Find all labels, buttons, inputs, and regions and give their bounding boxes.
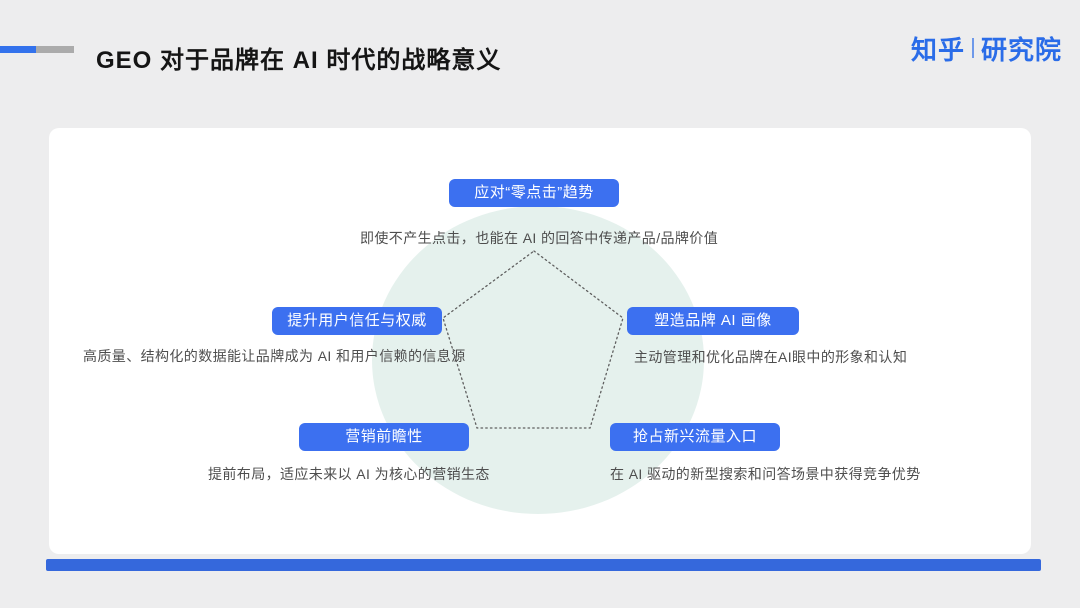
header-accent-gray-bar [36, 46, 74, 53]
header-accent-blue-bar [0, 46, 36, 53]
zhihu-research-logo: 知乎 研究院 [911, 33, 1062, 65]
pill-trust-authority[interactable]: 提升用户信任与权威 [272, 307, 442, 335]
caption-traffic-entry: 在 AI 驱动的新型搜索和问答场景中获得竞争优势 [610, 466, 921, 482]
logo-suffix-text: 研究院 [980, 34, 1062, 65]
logo-brand-text: 知乎 [910, 34, 965, 65]
background-circle [372, 206, 704, 514]
caption-brand-ai-image: 主动管理和优化品牌在AI眼中的形象和认知 [634, 349, 908, 365]
pill-marketing-foresight[interactable]: 营销前瞻性 [299, 423, 469, 451]
pill-traffic-entry[interactable]: 抢占新兴流量入口 [610, 423, 780, 451]
pill-brand-ai-image[interactable]: 塑造品牌 AI 画像 [627, 307, 799, 335]
page-title: GEO 对于品牌在 AI 时代的战略意义 [96, 47, 502, 74]
pentagon-outline [442, 250, 624, 429]
logo-divider [971, 38, 974, 58]
footer-accent-bar [46, 559, 1041, 571]
caption-zero-click: 即使不产生点击，也能在 AI 的回答中传递产品/品牌价值 [360, 230, 719, 246]
caption-trust-authority: 高质量、结构化的数据能让品牌成为 AI 和用户信赖的信息源 [83, 348, 466, 364]
pill-zero-click[interactable]: 应对“零点击”趋势 [449, 179, 619, 207]
caption-marketing-foresight: 提前布局，适应未来以 AI 为核心的营销生态 [208, 466, 490, 482]
